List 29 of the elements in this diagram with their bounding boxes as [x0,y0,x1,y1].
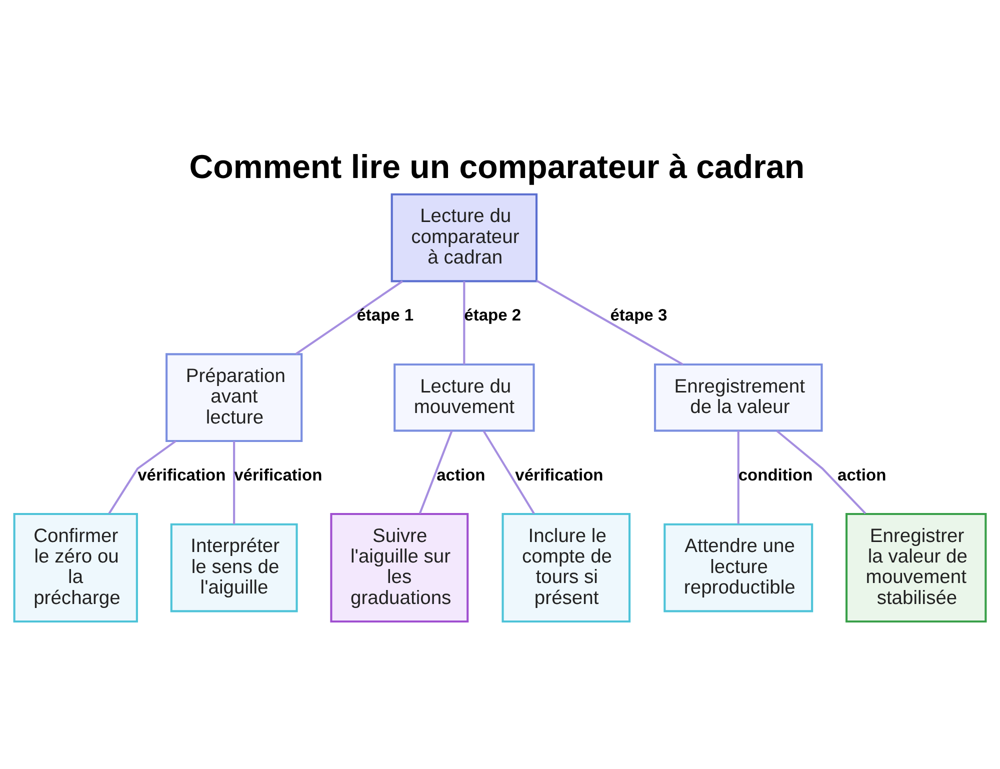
node-box: Préparation avant lecture [166,353,303,442]
node-box: Inclure le compte de tours si présent [502,512,631,623]
edge-label: étape 2 [464,306,522,325]
node-box: Lecture du mouvement [394,363,535,432]
node-box: Suivre l'aiguille sur les graduations [330,512,469,623]
node-box: Interpréter le sens de l'aiguille [170,523,298,612]
diagram-title: Comment lire un comparateur à cadran [189,149,805,186]
connector [737,430,740,524]
connector [108,440,176,514]
connector [233,441,236,524]
node-box: Enregistrement de la valeur [654,363,823,432]
edge-label: action [436,465,486,484]
connector [536,280,684,366]
edge-label: vérification [515,465,604,484]
edge-label: étape 3 [610,306,668,325]
node-box: Attendre une lecture reproductible [664,523,814,612]
connector [482,430,535,514]
connector [295,280,404,355]
connector [463,281,466,364]
edge-label: vérification [234,465,322,484]
edge-label: condition [738,465,813,484]
edge-label: vérification [138,465,226,484]
connector [418,430,453,514]
node-box: Confirmer le zéro ou la précharge [13,512,138,623]
edge-label: action [838,465,886,484]
node-box: Enregistrer la valeur de mouvement stabilisée [846,512,987,623]
node-box: Lecture du comparateur à cadran [390,193,538,282]
edge-label: étape 1 [356,306,414,325]
connector [776,430,866,514]
